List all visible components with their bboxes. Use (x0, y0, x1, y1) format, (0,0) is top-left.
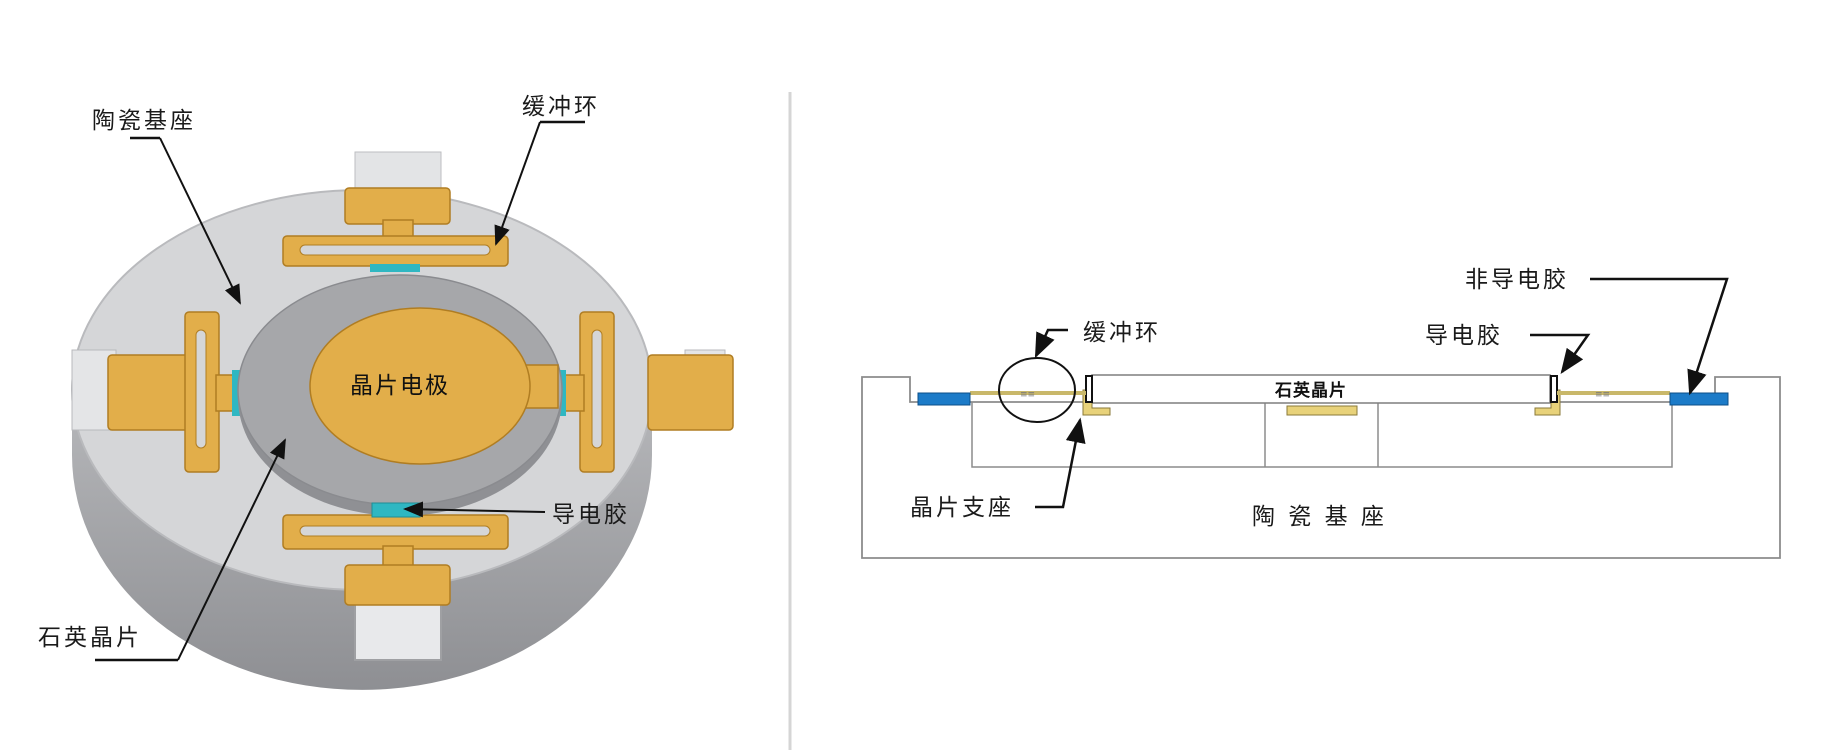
leader-buffer-ring-right (1034, 328, 1068, 359)
nonconductive-glue-right (1669, 392, 1729, 406)
label-ceramic-base-left: 陶瓷基座 (92, 108, 196, 134)
label-nonconductive-glue: 非导电胶 (1465, 267, 1569, 293)
conductive-glue-left-section (1085, 375, 1093, 403)
label-buffer-ring-left: 缓冲环 (522, 94, 600, 120)
left-3d-diagram: 晶片电极 陶瓷基座 缓冲环 导电胶 石英晶片 (38, 94, 734, 690)
right-cross-section: 石英晶片 ≡≡ ≡≡ 缓冲环 非导电胶 导电胶 晶片支座 陶 瓷 基 座 (861, 267, 1781, 559)
notch-bottom (354, 604, 442, 661)
buffer-ring-marks-right: ≡≡ (1595, 390, 1610, 400)
leader-wafer-support (1035, 417, 1086, 509)
label-quartz-wafer-left: 石英晶片 (38, 625, 142, 651)
arrow-ceramic-base-left (159, 137, 241, 305)
wafer-electrode-label: 晶片电极 (350, 373, 450, 399)
buffer-clip-right (558, 311, 734, 473)
buffer-clip-left (107, 311, 240, 473)
leader-conductive-glue-right (1530, 333, 1591, 375)
label-conductive-glue-right: 导电胶 (1425, 323, 1503, 349)
buffer-clip-bottom (282, 514, 509, 606)
notch-bottom-side (354, 605, 442, 661)
label-wafer-support: 晶片支座 (910, 495, 1014, 521)
label-quartz-wafer-right: 石英晶片 (1274, 380, 1347, 401)
notch-top (354, 151, 442, 193)
label-ceramic-base-right: 陶 瓷 基 座 (1252, 504, 1387, 530)
leader-nonconductive-glue (1590, 277, 1729, 396)
arrow-quartz-wafer-left (177, 438, 286, 661)
inner-cavity (971, 402, 1673, 468)
buffer-ring-marks-left: ≡≡ (1020, 390, 1035, 400)
quartz-wafer-section (1091, 374, 1551, 404)
wafer-support-center (1286, 405, 1358, 416)
buffer-clip-top (282, 187, 509, 272)
conductive-glue-right-section (1550, 375, 1558, 403)
wafer-electrode (309, 307, 559, 465)
label-buffer-ring-right: 缓冲环 (1083, 320, 1161, 346)
label-conductive-glue-left: 导电胶 (552, 502, 630, 528)
arrow-buffer-ring-left (494, 121, 541, 246)
arrow-conductive-glue-left (403, 501, 546, 518)
nonconductive-glue-left (917, 392, 971, 406)
